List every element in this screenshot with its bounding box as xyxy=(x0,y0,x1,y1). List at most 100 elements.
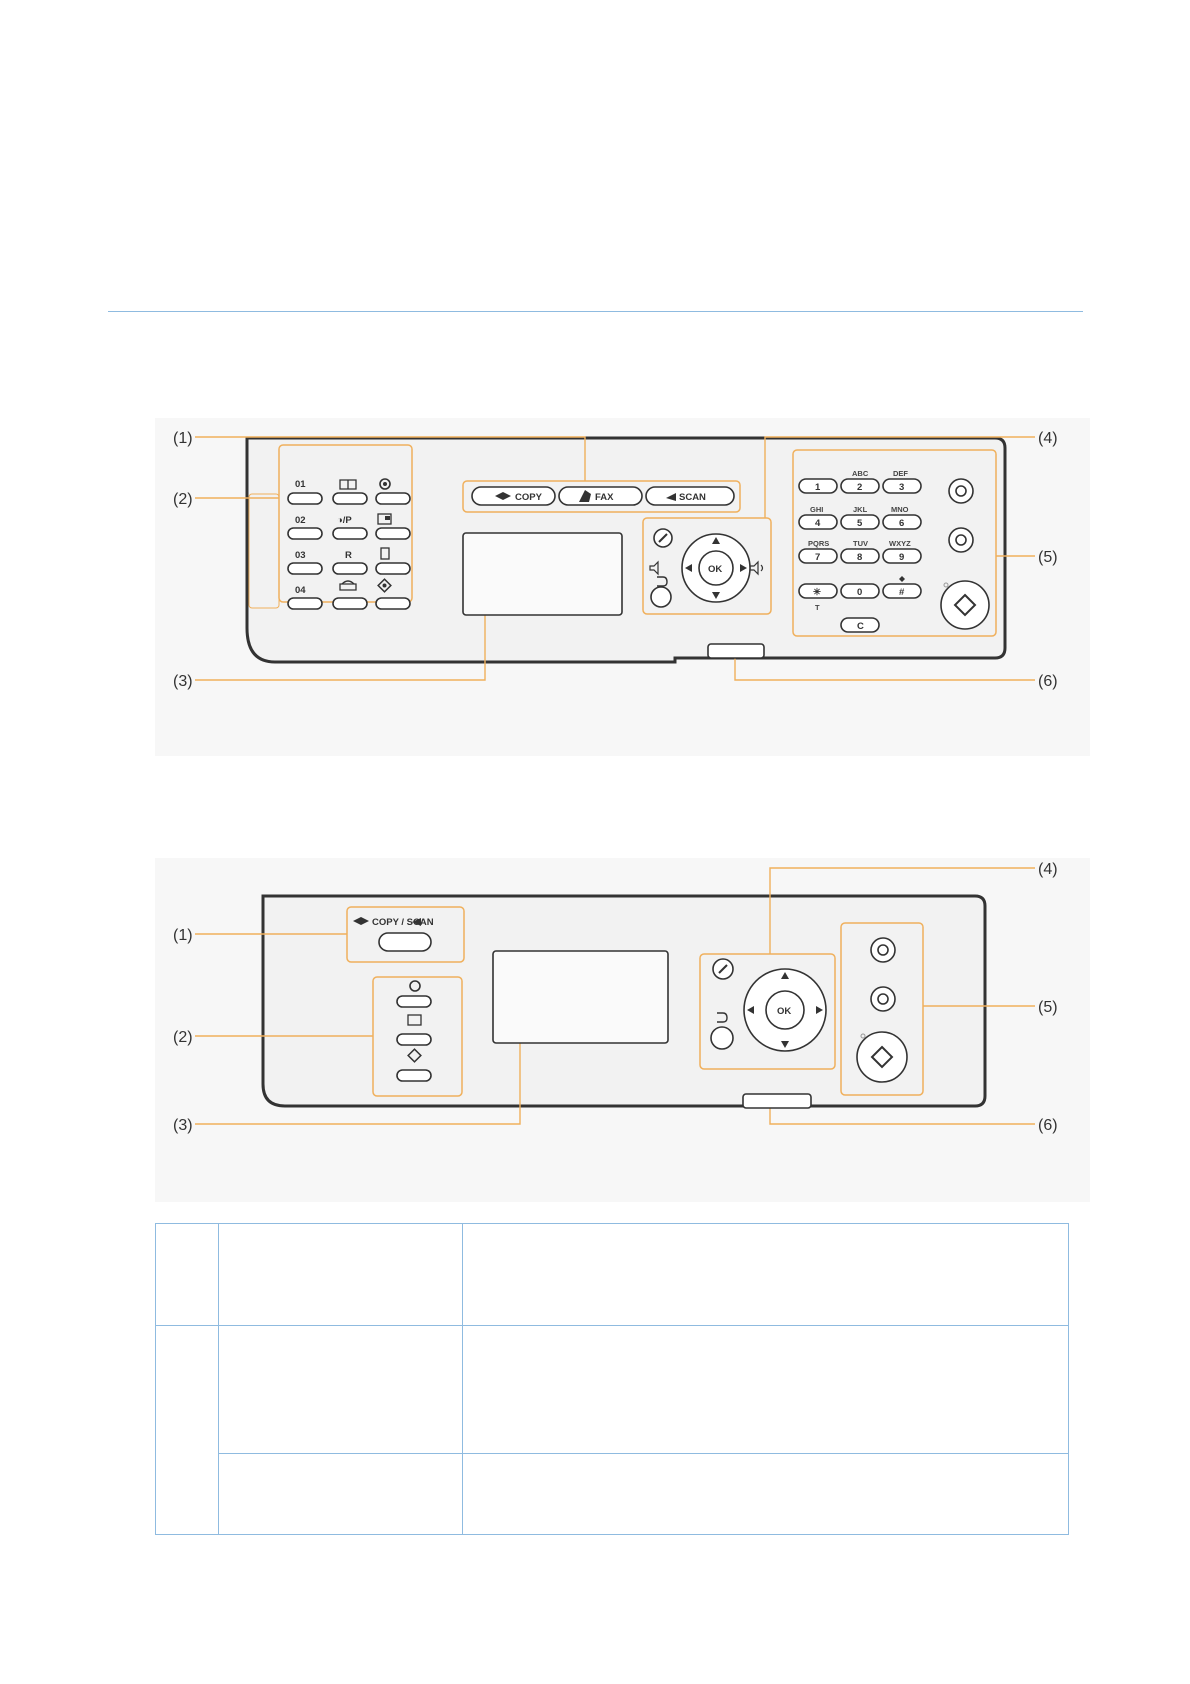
mode-group-frame xyxy=(462,480,741,513)
ok-button-2[interactable] xyxy=(765,990,805,1030)
key-label-01: 01 xyxy=(295,479,306,490)
one-touch-02-button[interactable] xyxy=(287,527,323,540)
key-label-03: 03 xyxy=(295,550,306,561)
display-screen xyxy=(462,532,623,616)
nav-group-frame-2 xyxy=(699,953,836,1070)
key-2[interactable] xyxy=(840,478,880,494)
one-touch-03-button[interactable] xyxy=(287,562,323,575)
clear-settings-button-2[interactable] xyxy=(396,995,432,1008)
key-9-label: 9 xyxy=(899,552,904,563)
key-5-label: 5 xyxy=(857,518,863,529)
mode-buttons: COPY FAX SCAN xyxy=(471,486,735,506)
key-label-04: 04 xyxy=(295,585,306,596)
energy-saver-icon-2 xyxy=(877,944,889,956)
key-5[interactable] xyxy=(840,514,880,530)
display-screen-2 xyxy=(492,950,669,1044)
status-monitor-button[interactable] xyxy=(375,597,411,610)
keypad-letters-pqrs: PQRS xyxy=(808,539,829,548)
keypad-letters-mno: MNO xyxy=(891,505,909,514)
key-0-label: 0 xyxy=(857,587,862,598)
energy-saver-button-2[interactable] xyxy=(870,937,896,963)
back-button-2[interactable] xyxy=(710,1026,734,1050)
back-icon-2 xyxy=(717,1012,728,1023)
right-group-frame-2 xyxy=(840,922,924,1096)
key-0[interactable] xyxy=(840,583,880,599)
id-copy-button-2[interactable] xyxy=(396,1033,432,1046)
keypad-letters-ghi: GHI xyxy=(810,505,823,514)
paper-button[interactable] xyxy=(375,562,411,575)
volume-down-icon xyxy=(649,560,659,576)
arrow-down-icon-2[interactable] xyxy=(781,1041,789,1048)
control-panel-figure-copy-scan-model: (1) (2) (3) (4) (5) (6) COPY / SCAN OK xyxy=(155,858,1090,1202)
r-button[interactable] xyxy=(332,562,368,575)
key-9[interactable] xyxy=(882,548,922,564)
callout-2-3: (3) xyxy=(173,1117,193,1134)
table-row-divider-2 xyxy=(218,1453,1068,1454)
output-tab-2 xyxy=(742,1093,812,1109)
arrow-right-icon[interactable] xyxy=(740,564,747,572)
key-star[interactable] xyxy=(798,583,838,599)
panel-body xyxy=(245,436,1007,664)
key-4[interactable] xyxy=(798,514,838,530)
start-button-2[interactable] xyxy=(856,1031,908,1083)
color-button[interactable] xyxy=(332,527,368,540)
leader-2-4 xyxy=(769,867,1035,954)
arrow-left-icon-2[interactable] xyxy=(747,1006,754,1014)
hook-button[interactable] xyxy=(332,597,368,610)
status-monitor-icon-2 xyxy=(407,1048,422,1063)
key-7-label: 7 xyxy=(815,552,820,563)
scan-mode-button[interactable] xyxy=(645,486,735,506)
r-key-label: R xyxy=(345,550,352,561)
start-button[interactable] xyxy=(940,580,990,630)
stop-button[interactable] xyxy=(948,527,974,553)
id-copy-button[interactable] xyxy=(375,527,411,540)
key-6-label: 6 xyxy=(899,518,904,529)
copy-scan-label: COPY / SCAN xyxy=(372,917,434,928)
key-6[interactable] xyxy=(882,514,922,530)
key-hash[interactable] xyxy=(882,583,922,599)
one-touch-01-button[interactable] xyxy=(287,492,323,505)
arrow-up-icon[interactable] xyxy=(712,537,720,544)
callout-6: (6) xyxy=(1038,673,1058,690)
key-1[interactable] xyxy=(798,478,838,494)
description-table xyxy=(155,1223,1069,1535)
back-button[interactable] xyxy=(650,586,672,608)
key-1-label: 1 xyxy=(815,482,821,493)
numeric-keypad: ABC DEF GHI JKL MNO PQRS TUV WXYZ 1 2 3 … xyxy=(798,469,922,633)
keypad-letters-def: DEF xyxy=(893,469,908,478)
control-panel-diagram-2: (1) (2) (3) (4) (5) (6) COPY / SCAN OK xyxy=(173,861,1058,1134)
leader-4 xyxy=(764,436,1035,518)
clear-settings-button[interactable] xyxy=(375,492,411,505)
arrow-left-icon[interactable] xyxy=(685,564,692,572)
diamond-icon xyxy=(899,576,905,582)
copy-scan-mode-button[interactable] xyxy=(378,932,432,952)
address-book-button[interactable] xyxy=(332,492,368,505)
key-3[interactable] xyxy=(882,478,922,494)
stop-button-2[interactable] xyxy=(870,986,896,1012)
callout-2-4: (4) xyxy=(1038,861,1058,878)
callout-5: (5) xyxy=(1038,549,1058,566)
table-col-divider-1 xyxy=(218,1224,219,1534)
arrow-down-icon[interactable] xyxy=(712,592,720,599)
hook-icon xyxy=(339,580,357,591)
status-monitor-button-2[interactable] xyxy=(396,1069,432,1082)
menu-icon xyxy=(658,533,668,543)
keypad-group-frame xyxy=(792,449,997,637)
callout-4: (4) xyxy=(1038,430,1058,447)
key-2-label: 2 xyxy=(857,482,862,493)
energy-saver-button[interactable] xyxy=(948,478,974,504)
one-touch-04-button[interactable] xyxy=(287,597,323,610)
control-panel-figure-fax-model: (1) (2) (3) (4) (5) (6) 01 02 03 04 ◑/P … xyxy=(155,418,1090,756)
clear-button[interactable] xyxy=(840,617,880,633)
arrow-right-icon-2[interactable] xyxy=(816,1006,823,1014)
callout-3: (3) xyxy=(173,673,193,690)
address-book-icon xyxy=(339,479,357,490)
keypad-letters-abc: ABC xyxy=(852,469,869,478)
key-7[interactable] xyxy=(798,548,838,564)
stop-icon-2 xyxy=(877,993,889,1005)
leader-2-3 xyxy=(195,1038,521,1125)
copy-mode-button[interactable] xyxy=(471,486,556,506)
ok-button[interactable] xyxy=(698,550,734,586)
arrow-up-icon-2[interactable] xyxy=(781,972,789,979)
key-8[interactable] xyxy=(840,548,880,564)
